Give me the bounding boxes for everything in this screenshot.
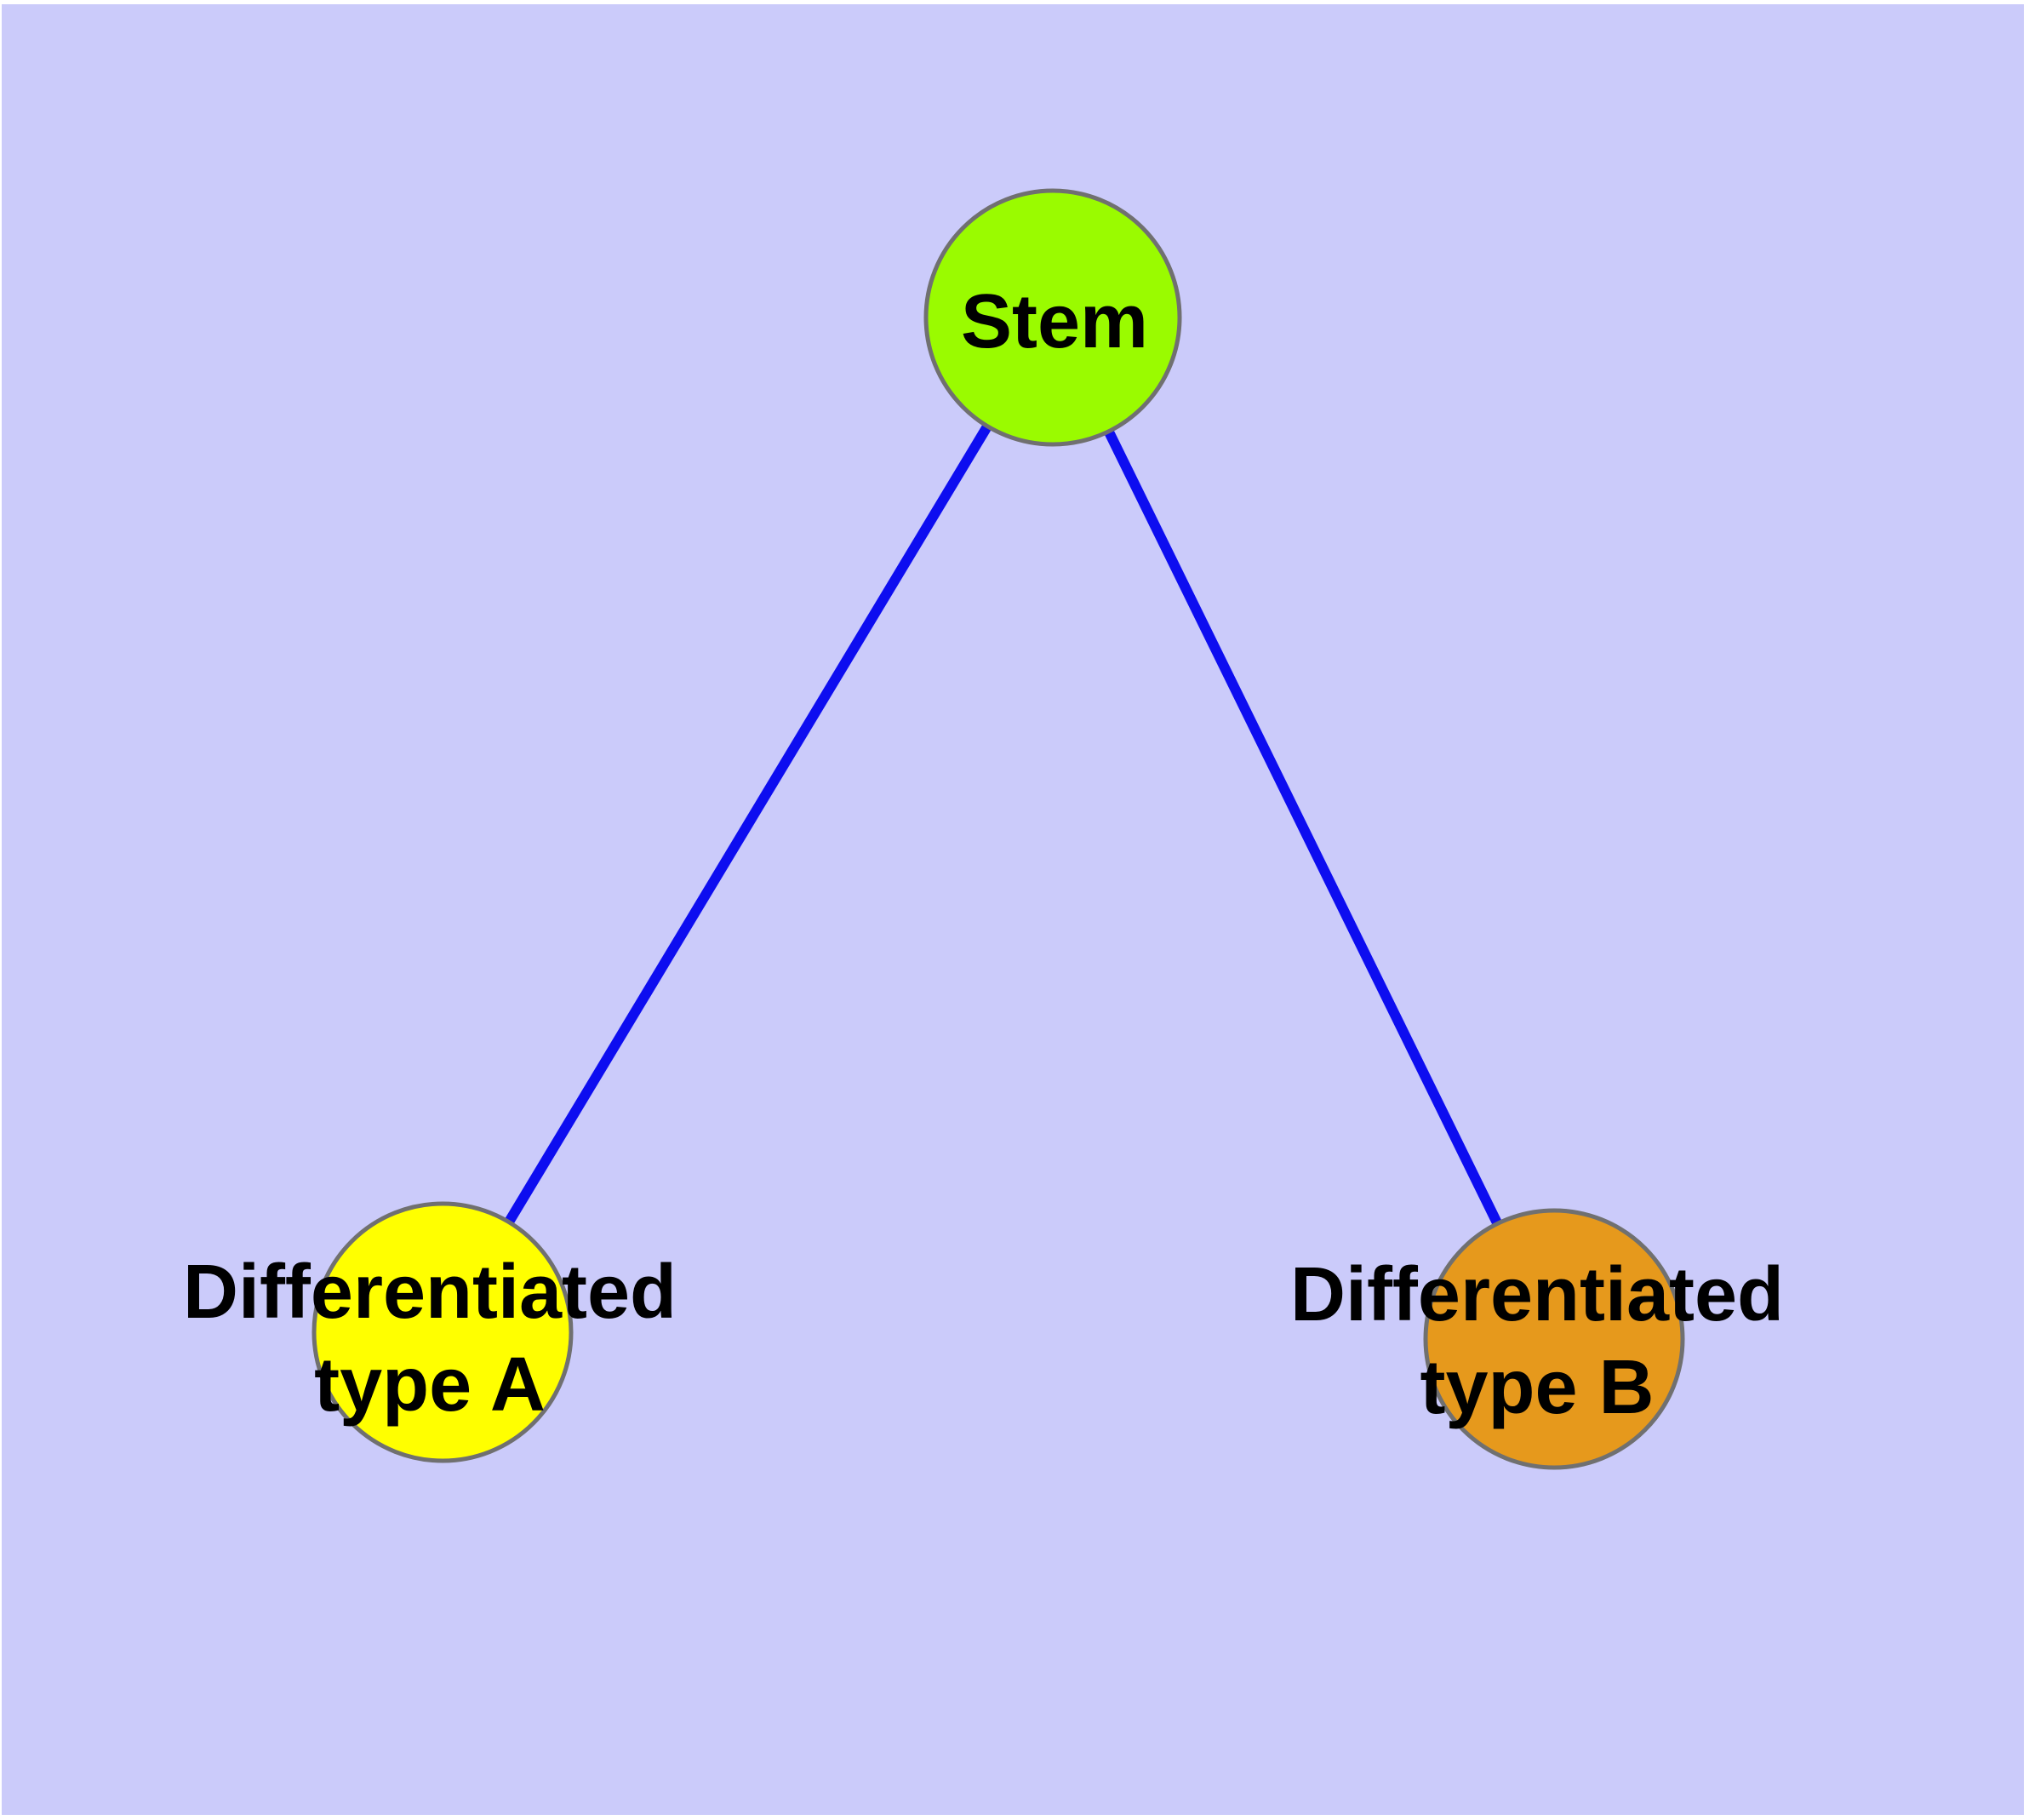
node-type-b-label-line2: type B bbox=[1420, 1345, 1654, 1430]
node-stem-label: Stem bbox=[961, 279, 1148, 364]
node-type-a-label-line2: type A bbox=[314, 1342, 546, 1428]
node-type-b-label-line1: Differentiated bbox=[1290, 1252, 1784, 1337]
node-type-b bbox=[1423, 1208, 1685, 1470]
edge-stem-to-type-b bbox=[1048, 315, 1559, 1342]
node-type-a-label-line1: Differentiated bbox=[183, 1250, 677, 1335]
node-type-a bbox=[311, 1201, 574, 1463]
node-stem bbox=[923, 188, 1182, 447]
edge-stem-to-type-a bbox=[437, 314, 1058, 1336]
